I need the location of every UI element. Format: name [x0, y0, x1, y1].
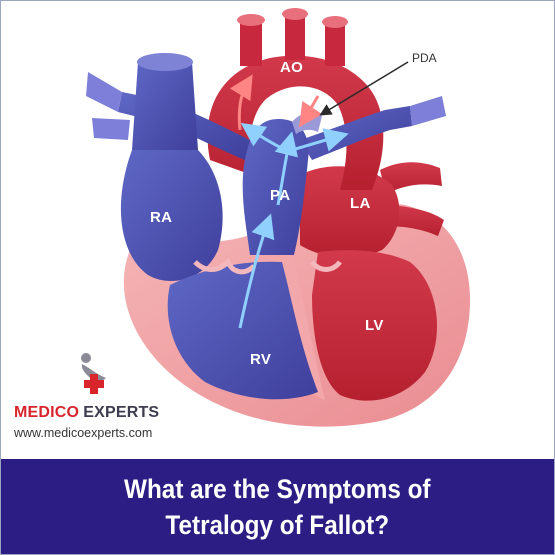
flow-arrow-pa-up	[274, 131, 299, 206]
aortic-branch-1	[240, 18, 262, 66]
left-vessel-stub-upper	[86, 72, 122, 112]
flow-arrow-pda	[299, 95, 323, 128]
label-pda: PDA	[412, 51, 437, 65]
label-rv: RV	[250, 351, 271, 368]
flow-arrow-aorta	[229, 74, 253, 131]
brand-name-part2: EXPERTS	[83, 404, 160, 421]
right-atrium	[120, 150, 223, 282]
title-banner: What are the Symptoms of Tetralogy of Fa…	[1, 459, 554, 554]
left-vessel-stub-lower	[92, 118, 130, 140]
right-vessel-stub	[410, 96, 446, 126]
superior-vena-cava	[132, 57, 198, 150]
label-pa: PA	[270, 187, 290, 204]
brand-url: www.medicoexperts.com	[14, 426, 153, 440]
heart-diagram: AO PDA RA PA LA LV RV	[86, 8, 470, 427]
medical-cross-logo-icon	[81, 353, 106, 394]
label-ra: RA	[150, 209, 172, 226]
brand-name-part1: MEDICO	[14, 404, 80, 421]
flow-arrow-pa-right	[291, 128, 349, 152]
banner-title-line2: Tetralogy of Fallot?	[165, 509, 390, 540]
mitral-valve	[310, 260, 342, 272]
right-ventricle	[167, 261, 318, 400]
banner-title-line1: What are the Symptoms of	[124, 473, 431, 504]
label-ao: AO	[280, 59, 303, 76]
aortic-branch-2	[285, 12, 305, 60]
flow-arrow-pa-left	[240, 122, 286, 152]
pda-pointer-line	[319, 61, 409, 116]
septum	[280, 250, 325, 400]
aortic-branch-3	[325, 20, 345, 66]
tricuspid-valve	[193, 257, 256, 275]
flow-arrow-rv-to-pa	[238, 213, 275, 329]
left-atrium	[300, 166, 400, 258]
label-lv: LV	[365, 317, 384, 334]
left-ventricle	[312, 250, 437, 401]
label-la: LA	[350, 195, 371, 212]
pulmonary-vein-upper	[380, 162, 442, 194]
